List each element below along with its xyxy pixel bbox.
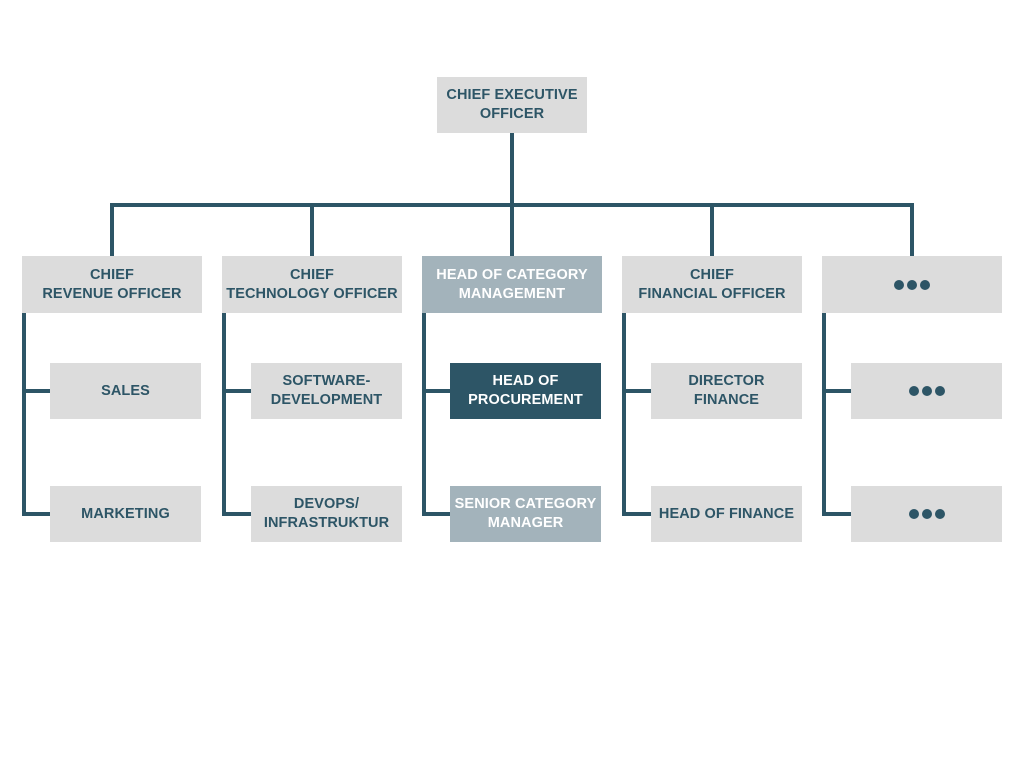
branch-connector-3-1 xyxy=(622,512,651,516)
head-connector-2 xyxy=(510,203,514,256)
branch-connector-2-1 xyxy=(422,512,450,516)
report-box-3-0-label: DIRECTOR FINANCE xyxy=(688,373,765,408)
dot xyxy=(907,279,917,290)
department-head-box-3-label: CHIEF FINANCIAL OFFICER xyxy=(638,266,786,302)
report-box-3-0: DIRECTOR FINANCE xyxy=(651,363,802,419)
report-box-4-0 xyxy=(851,363,1002,419)
report-box-0-0-label: SALES xyxy=(101,382,150,399)
head-connector-0 xyxy=(110,203,114,256)
department-head-box-0: CHIEF REVENUE OFFICER xyxy=(22,256,202,313)
spine-connector-0 xyxy=(22,313,26,516)
ellipsis-dots-icon xyxy=(908,509,945,519)
root-connector xyxy=(510,133,514,203)
report-box-2-1-label: SENIOR CATEGORY MANAGER xyxy=(454,496,597,531)
ellipsis-dots-icon xyxy=(908,386,945,396)
spine-connector-4 xyxy=(822,313,826,516)
report-box-0-1-label: MARKETING xyxy=(81,505,170,522)
report-box-4-1 xyxy=(851,486,1002,542)
branch-connector-4-1 xyxy=(822,512,851,516)
department-head-box-4 xyxy=(822,256,1002,313)
ceo-box-label: CHIEF EXECUTIVE OFFICER xyxy=(446,87,578,122)
ellipsis-dots-icon xyxy=(894,279,930,290)
dot xyxy=(921,386,932,396)
department-head-box-2-label: HEAD OF CATEGORY MANAGEMENT xyxy=(436,266,588,302)
dot xyxy=(920,279,930,290)
spine-connector-1 xyxy=(222,313,226,516)
spine-connector-2 xyxy=(422,313,426,516)
report-box-1-1-label: DEVOPS/ INFRASTRUKTUR xyxy=(263,496,390,531)
head-connector-3 xyxy=(710,203,714,256)
report-box-0-1: MARKETING xyxy=(50,486,201,542)
dot xyxy=(921,509,932,519)
report-box-1-0: SOFTWARE- DEVELOPMENT xyxy=(251,363,402,419)
report-box-0-0: SALES xyxy=(50,363,201,419)
head-connector-1 xyxy=(310,203,314,256)
report-box-2-0: HEAD OF PROCUREMENT xyxy=(450,363,601,419)
dot xyxy=(934,509,945,519)
branch-connector-1-0 xyxy=(222,389,251,393)
branch-connector-4-0 xyxy=(822,389,851,393)
report-box-1-0-label: SOFTWARE- DEVELOPMENT xyxy=(270,373,383,408)
report-box-3-1: HEAD OF FINANCE xyxy=(651,486,802,542)
dot xyxy=(908,509,919,519)
dot xyxy=(908,386,919,396)
branch-connector-2-0 xyxy=(422,389,450,393)
branch-connector-3-0 xyxy=(622,389,651,393)
department-head-box-1-label: CHIEF TECHNOLOGY OFFICER xyxy=(226,266,398,302)
report-box-3-1-label: HEAD OF FINANCE xyxy=(658,505,795,522)
department-head-box-0-label: CHIEF REVENUE OFFICER xyxy=(42,266,182,302)
department-head-box-1: CHIEF TECHNOLOGY OFFICER xyxy=(222,256,402,313)
spine-connector-3 xyxy=(622,313,626,516)
ceo-box: CHIEF EXECUTIVE OFFICER xyxy=(437,77,587,133)
dot xyxy=(894,279,904,290)
report-box-2-1: SENIOR CATEGORY MANAGER xyxy=(450,486,601,542)
report-box-1-1: DEVOPS/ INFRASTRUKTUR xyxy=(251,486,402,542)
branch-connector-1-1 xyxy=(222,512,251,516)
report-box-2-0-label: HEAD OF PROCUREMENT xyxy=(468,373,583,408)
head-connector-4 xyxy=(910,203,914,256)
branch-connector-0-0 xyxy=(22,389,50,393)
branch-connector-0-1 xyxy=(22,512,50,516)
department-head-box-3: CHIEF FINANCIAL OFFICER xyxy=(622,256,802,313)
dot xyxy=(934,386,945,396)
department-head-box-2: HEAD OF CATEGORY MANAGEMENT xyxy=(422,256,602,313)
